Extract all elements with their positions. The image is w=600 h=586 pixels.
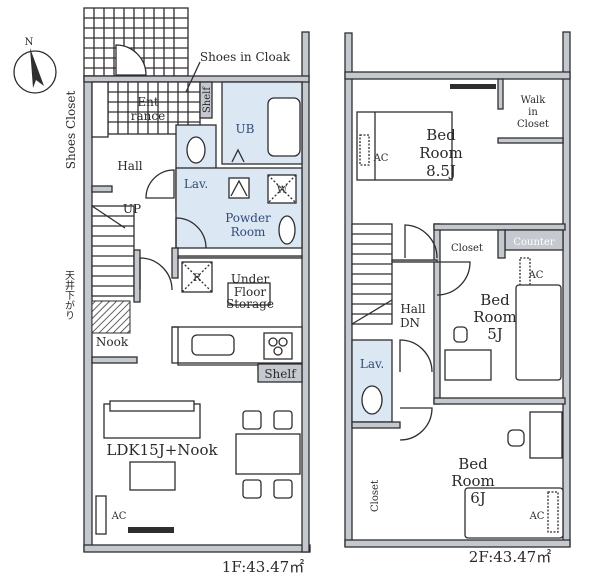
label-ac-bed2: AC <box>528 270 544 281</box>
label-walk-in-3: Closet <box>517 119 549 130</box>
label-storage-3: Storage <box>226 297 274 311</box>
label-bed1-2: Room <box>419 144 463 162</box>
label-up: UP <box>123 202 141 216</box>
label-ac-1f: AC <box>111 511 127 522</box>
label-closet-5j: Closet <box>451 243 483 254</box>
label-walk-in-2: in <box>528 107 538 118</box>
label-shoes-closet: Shoes Closet <box>64 91 78 170</box>
label-counter: Counter <box>513 237 554 248</box>
label-bed1-1: Bed <box>426 126 456 144</box>
label-entrance-2: rance <box>131 109 165 123</box>
label-ldk: LDK15J+Nook <box>106 441 218 459</box>
compass-label: N <box>25 37 34 48</box>
label-storage-2: Floor <box>234 285 267 299</box>
label-hall-1f: Hall <box>117 159 142 173</box>
floor-2: Walk in Closet Bed Room 8.5J AC Closet C… <box>344 31 571 566</box>
label-dn: DN <box>400 316 420 330</box>
floor1-area: 1F:43.47㎡ <box>222 558 304 576</box>
label-lav-1f: Lav. <box>184 177 208 191</box>
label-entrance-1: Ent <box>137 95 158 109</box>
label-fridge: R <box>193 273 201 284</box>
floor-1: Shoes in Cloak Shoes Closet Ent rance Sh… <box>63 7 311 576</box>
label-bed2-1: Bed <box>480 291 510 309</box>
label-bed2-3: 5J <box>487 325 503 343</box>
label-ub: UB <box>236 122 255 136</box>
label-ac-bed1: AC <box>373 153 389 164</box>
label-washer: W <box>277 185 288 196</box>
label-walk-in-1: Walk <box>521 95 547 106</box>
stairs-2f <box>351 223 393 325</box>
label-lav-2f: Lav. <box>360 357 384 371</box>
label-closet-6j: Closet <box>370 480 381 512</box>
label-shelf-entrance: Shelf <box>202 86 213 113</box>
label-powder-1: Powder <box>225 211 271 225</box>
label-bed1-3: 8.5J <box>426 162 456 180</box>
label-nook: Nook <box>96 335 129 349</box>
label-bed3-2: Room <box>451 472 495 490</box>
label-shoes-in-cloak: Shoes in Cloak <box>200 50 291 64</box>
label-ac-bed3: AC <box>529 511 545 522</box>
porch-tiles <box>83 7 189 77</box>
label-bed2-2: Room <box>473 308 517 326</box>
north-compass-icon: N <box>13 37 57 94</box>
label-bed3-1: Bed <box>458 455 488 473</box>
label-shelf-kitchen: Shelf <box>264 367 297 381</box>
label-storage-1: Under <box>231 272 270 286</box>
label-powder-2: Room <box>231 225 266 239</box>
label-ceiling-note: 天井下がり <box>63 270 75 320</box>
label-hall-2f: Hall <box>400 302 425 316</box>
stairs-1f <box>91 205 135 297</box>
floor2-area: 2F:43.47㎡ <box>469 548 551 566</box>
label-bed3-3: 6J <box>470 489 486 507</box>
